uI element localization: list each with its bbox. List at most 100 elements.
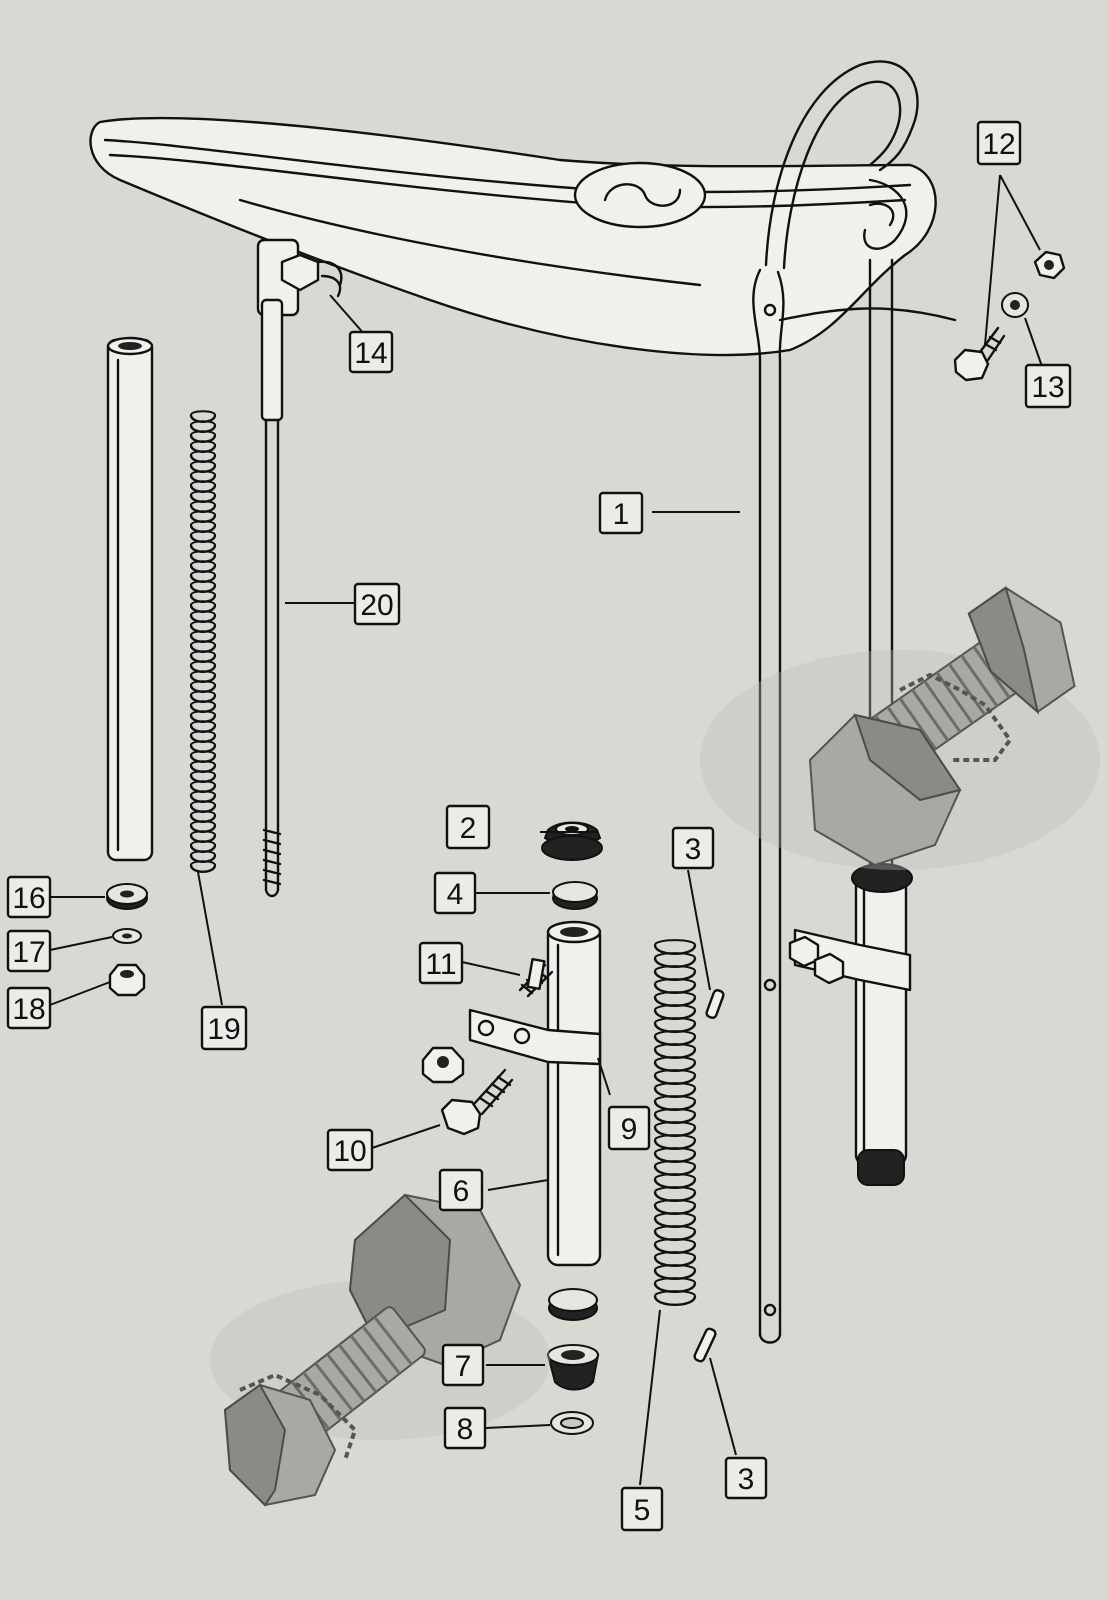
spring-coil-back — [190, 450, 216, 456]
spring-coil-back — [654, 1043, 696, 1050]
spring-coil-back — [190, 660, 216, 666]
saddle-clip — [256, 238, 343, 317]
spring-coil-back — [190, 810, 216, 816]
spring-coil-back — [654, 1238, 696, 1245]
callout-6: 6 — [438, 1168, 484, 1212]
spring-coil-back — [190, 680, 216, 686]
callout-19: 19 — [200, 1005, 248, 1051]
spring-coil-back — [190, 820, 216, 826]
spring-coil-back — [654, 1147, 696, 1154]
svg-text:7: 7 — [455, 1350, 472, 1383]
callout-5: 5 — [620, 1486, 664, 1532]
spring-coil-back — [190, 790, 216, 796]
pin-3-upper — [705, 989, 725, 1019]
svg-text:17: 17 — [12, 936, 45, 969]
svg-text:9: 9 — [621, 1113, 638, 1146]
cone-7 — [546, 1344, 600, 1391]
svg-text:11: 11 — [425, 948, 456, 981]
leader-lines — [49, 174, 1046, 1486]
nut-18 — [108, 963, 146, 997]
spring-coil-back — [190, 670, 216, 676]
washer-4 — [552, 881, 598, 910]
spring-coil-back — [190, 850, 216, 856]
svg-text:14: 14 — [354, 337, 387, 370]
spring-coil-back — [190, 860, 216, 866]
spring-coil-back — [654, 1277, 696, 1284]
spring-coil-back — [190, 500, 216, 506]
bolt-10 — [440, 1068, 514, 1136]
callout-17: 17 — [6, 929, 52, 973]
spring-coil-back — [190, 630, 216, 636]
spring-coil-back — [654, 952, 696, 959]
real-bolt-left — [210, 1193, 550, 1507]
spring-19 — [189, 410, 217, 873]
cone-2 — [541, 821, 603, 861]
spring-coil-back — [654, 1095, 696, 1102]
spring-coil-back — [654, 1160, 696, 1167]
svg-text:4: 4 — [447, 878, 464, 911]
spring-coil-back — [190, 760, 216, 766]
spring-coil-back — [190, 480, 216, 486]
svg-text:10: 10 — [333, 1135, 366, 1168]
svg-text:8: 8 — [457, 1413, 474, 1446]
washer-17 — [112, 928, 142, 944]
callout-1: 1 — [598, 491, 644, 535]
washer-8 — [550, 1411, 594, 1435]
spring-coil-back — [190, 640, 216, 646]
callout-11: 11 — [418, 941, 464, 985]
spring-5 — [653, 939, 697, 1306]
spring-coil-back — [190, 700, 216, 706]
spring-coil-back — [190, 430, 216, 436]
callout-7: 7 — [441, 1343, 485, 1387]
svg-text:12: 12 — [982, 128, 1015, 161]
spring-coil-back — [190, 710, 216, 716]
spring-coil-back — [654, 1017, 696, 1024]
callout-9: 9 — [607, 1105, 651, 1151]
spring-coil-back — [190, 440, 216, 446]
spring-coil-back — [190, 470, 216, 476]
svg-text:19: 19 — [207, 1013, 240, 1046]
callout-10: 10 — [326, 1128, 374, 1172]
spring-coil-back — [190, 770, 216, 776]
callout-18: 18 — [6, 986, 52, 1030]
svg-text:1: 1 — [613, 498, 630, 531]
pin-3-lower — [693, 1327, 717, 1363]
spring-coil-back — [190, 780, 216, 786]
svg-text:3: 3 — [685, 833, 702, 866]
spring-coil-back — [190, 570, 216, 576]
spring-coil-back — [190, 750, 216, 756]
spring-coil-back — [654, 1199, 696, 1206]
spring-coil-back — [654, 978, 696, 985]
svg-text:3: 3 — [738, 1463, 755, 1496]
spring-coil-back — [654, 1069, 696, 1076]
spring-coil-back — [654, 1186, 696, 1193]
spring-coil-back — [190, 830, 216, 836]
callout-14: 14 — [348, 330, 394, 374]
spring-coil-back — [654, 1225, 696, 1232]
nut-12 — [1033, 250, 1066, 280]
spring-coil-back — [654, 1264, 696, 1271]
spring-coil-back — [654, 1173, 696, 1180]
spring-coil-back — [190, 590, 216, 596]
washer-13 — [1001, 292, 1029, 318]
spring-coil-back — [190, 740, 216, 746]
svg-text:16: 16 — [12, 882, 45, 915]
spring-coil-back — [190, 580, 216, 586]
spring-coil-back — [190, 460, 216, 466]
spring-coil-back — [654, 1212, 696, 1219]
spring-coil-back — [654, 965, 696, 972]
washer-above-7 — [548, 1288, 598, 1321]
spring-coil-back — [654, 939, 696, 946]
spring-coil-back — [654, 1056, 696, 1063]
spring-coil-back — [190, 490, 216, 496]
spring-coil-back — [190, 690, 216, 696]
spring-coil-back — [190, 540, 216, 546]
spring-coil-back — [654, 1004, 696, 1011]
tube-6 — [546, 920, 602, 1267]
callout-3-lower: 3 — [724, 1456, 768, 1500]
callout-3-upper: 3 — [671, 826, 715, 870]
svg-text:13: 13 — [1031, 371, 1064, 404]
spring-coil-back — [190, 530, 216, 536]
spring-coil-back — [190, 800, 216, 806]
spring-coil-back — [190, 730, 216, 736]
